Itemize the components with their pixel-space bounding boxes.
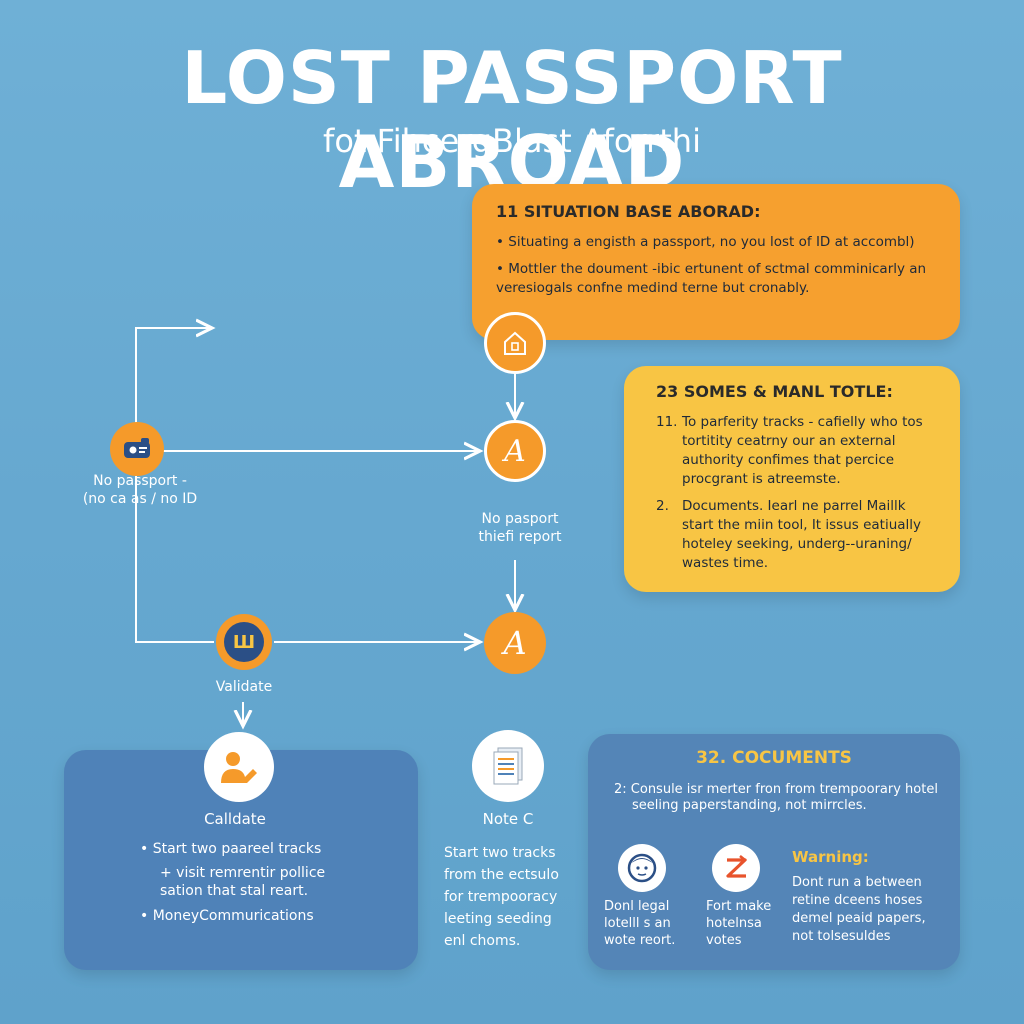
warning-line-2: retine dceens hoses	[792, 893, 923, 908]
theft-report-label: No pasport thiefi report	[440, 510, 600, 546]
person-icon	[204, 732, 274, 802]
page-subtitle: fot FihcergBlast Aforrthi	[323, 122, 701, 160]
no-passport-label: No passport - (no ca as / no ID	[60, 472, 220, 508]
note-c-line-3: for trempooracy	[444, 889, 558, 905]
calldate-item-1: • Start two paareel tracks	[140, 841, 322, 857]
documents-heading: 32. COCUMENTS	[696, 748, 852, 768]
situation-bullet-2: • Mottler the doument -ibic ertunent of …	[496, 261, 927, 296]
situation-bullet-1: • Situating a engisth a passport, no you…	[496, 234, 915, 250]
id-card-icon	[110, 422, 164, 476]
documents-col-1-line-3: wote reort.	[604, 933, 676, 948]
letter-a-icon-lower: A	[484, 612, 546, 674]
documents-col-1: Donl legal lotelll s an wote reort.	[604, 898, 690, 949]
note-c-line-5: enl choms.	[444, 933, 521, 949]
z-arrow-icon	[712, 844, 760, 892]
warning-line-3: demel peaid papers,	[792, 911, 926, 926]
calldate-title: Calldate	[204, 810, 266, 828]
tools-item-1-num: 11.	[656, 414, 678, 430]
documents-line-2: seeling paperstanding, not mirrcles.	[632, 798, 867, 813]
note-c-body: Start two tracks from the ectsulo for tr…	[444, 842, 584, 952]
calldate-item-2: + visit remrentir pollice sation that st…	[160, 865, 326, 899]
tools-heading: 23 SOMES & MANL TOTLE:	[656, 382, 893, 401]
note-c-line-1: Start two tracks	[444, 845, 556, 861]
connector-left-down	[135, 476, 214, 643]
tools-item-1: 11. To parferity tracks - cafielly who t…	[656, 413, 928, 489]
tools-card: 23 SOMES & MANL TOTLE: 11. To parferity …	[624, 366, 960, 592]
validate-label: Validate	[215, 679, 273, 695]
house-icon	[484, 312, 546, 374]
document-icon	[472, 730, 544, 802]
warning-label: Warning:	[792, 848, 869, 866]
documents-col-2-line-3: votes	[706, 933, 742, 948]
tools-item-2: 2. Documents. Iearl ne parrel Maillk sta…	[656, 497, 928, 573]
calldate-item-3: • MoneyCommurications	[140, 908, 314, 924]
note-c-line-2: from the ectsulo	[444, 867, 559, 883]
tools-item-2-num: 2.	[656, 498, 669, 514]
theft-report-line-1: No pasport	[481, 511, 559, 527]
theft-report-line-2: thiefi report	[478, 529, 562, 545]
face-icon	[618, 844, 666, 892]
letter-a-icon: A	[484, 420, 546, 482]
stamp-glyph: Ш	[232, 631, 256, 653]
no-passport-line-1: No passport -	[93, 473, 187, 489]
situation-card: 11 SITUATION BASE ABORAD: • Situating a …	[472, 184, 960, 340]
tools-item-2-text: Documents. Iearl ne parrel Maillk start …	[682, 498, 922, 571]
tools-item-1-text: To parferity tracks - cafielly who tos t…	[682, 414, 923, 487]
warning-body: Dont run a between retine dceens hoses d…	[792, 874, 952, 946]
documents-col-1-line-2: lotelll s an	[604, 916, 671, 931]
documents-col-2-line-1: Fort make	[706, 899, 772, 914]
connector-top-left	[135, 328, 212, 430]
letter-a-lower-glyph: A	[503, 624, 527, 662]
warning-line-1: Dont run a between	[792, 875, 922, 890]
stamp-icon: Ш	[216, 614, 272, 670]
documents-line-1: 2: Consule isr merter fron from trempoor…	[614, 782, 938, 797]
situation-heading: 11 SITUATION BASE ABORAD:	[496, 202, 761, 221]
documents-col-1-line-1: Donl legal	[604, 899, 670, 914]
note-c-line-4: leeting seeding	[444, 911, 552, 927]
note-c-title: Note C	[482, 810, 534, 828]
documents-col-2-line-2: hotelnsa	[706, 916, 762, 931]
page-title: LOST PASSPORT ABROAD	[181, 36, 843, 204]
letter-a-glyph: A	[504, 433, 526, 469]
warning-line-4: not tolsesuldes	[792, 929, 891, 944]
no-passport-line-2: (no ca as / no ID	[82, 491, 198, 507]
documents-col-2: Fort make hotelnsa votes	[706, 898, 792, 949]
